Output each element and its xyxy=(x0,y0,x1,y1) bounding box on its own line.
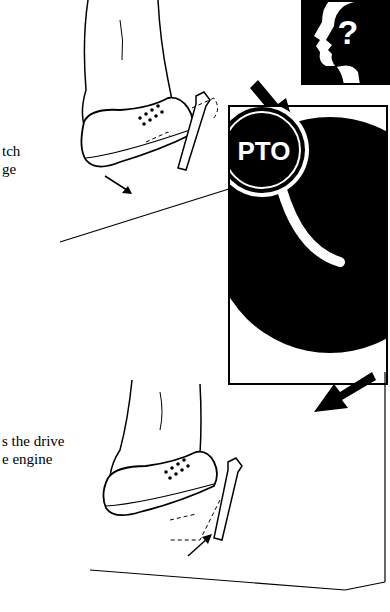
clutch-pedal xyxy=(214,458,242,540)
cut-off-instruction-text: e engine xyxy=(2,450,52,468)
trouser-leg xyxy=(110,380,132,476)
floor-line xyxy=(60,188,232,242)
floor-line xyxy=(90,570,345,590)
magnifier-icon xyxy=(230,106,388,353)
label-holder: s the drive xyxy=(2,432,64,450)
motion-arrow xyxy=(188,538,208,556)
trouser-leg xyxy=(200,384,201,454)
label-holder: tch xyxy=(2,142,20,160)
motion-arrowhead xyxy=(202,534,212,544)
pedal-pressed-position xyxy=(170,514,196,520)
flow-arrow xyxy=(314,372,376,412)
cut-off-instruction-text: s the drive xyxy=(2,432,64,450)
shoe xyxy=(81,98,193,167)
cut-off-instruction-text: tch xyxy=(2,142,20,160)
shoe-sole xyxy=(106,484,214,506)
pedal-pressed-position xyxy=(170,500,220,540)
shoe-laces xyxy=(164,458,190,480)
trouser-crease xyxy=(160,392,162,430)
question-mark: ? xyxy=(333,12,363,52)
label-holder: ge xyxy=(2,160,16,178)
pto-box: PTO xyxy=(228,105,388,385)
motion-arrowhead xyxy=(122,186,132,194)
shoe-sole xyxy=(86,130,190,158)
clutch-pedal xyxy=(178,92,210,170)
pedal-released-position xyxy=(146,132,170,142)
thinking-head-box: ? xyxy=(301,0,390,85)
pedal-released-position xyxy=(192,98,218,120)
pto-badge-text: PTO xyxy=(232,136,296,166)
dark-background xyxy=(301,0,344,85)
trouser-crease xyxy=(120,20,123,60)
frame-line xyxy=(345,582,385,590)
shoe-laces xyxy=(138,104,164,126)
trouser-leg xyxy=(82,0,88,125)
shoe xyxy=(103,452,217,515)
cut-off-instruction-text: ge xyxy=(2,160,16,178)
frame-line xyxy=(384,372,385,582)
label-holder: e engine xyxy=(2,450,52,468)
trouser-leg xyxy=(158,0,172,100)
